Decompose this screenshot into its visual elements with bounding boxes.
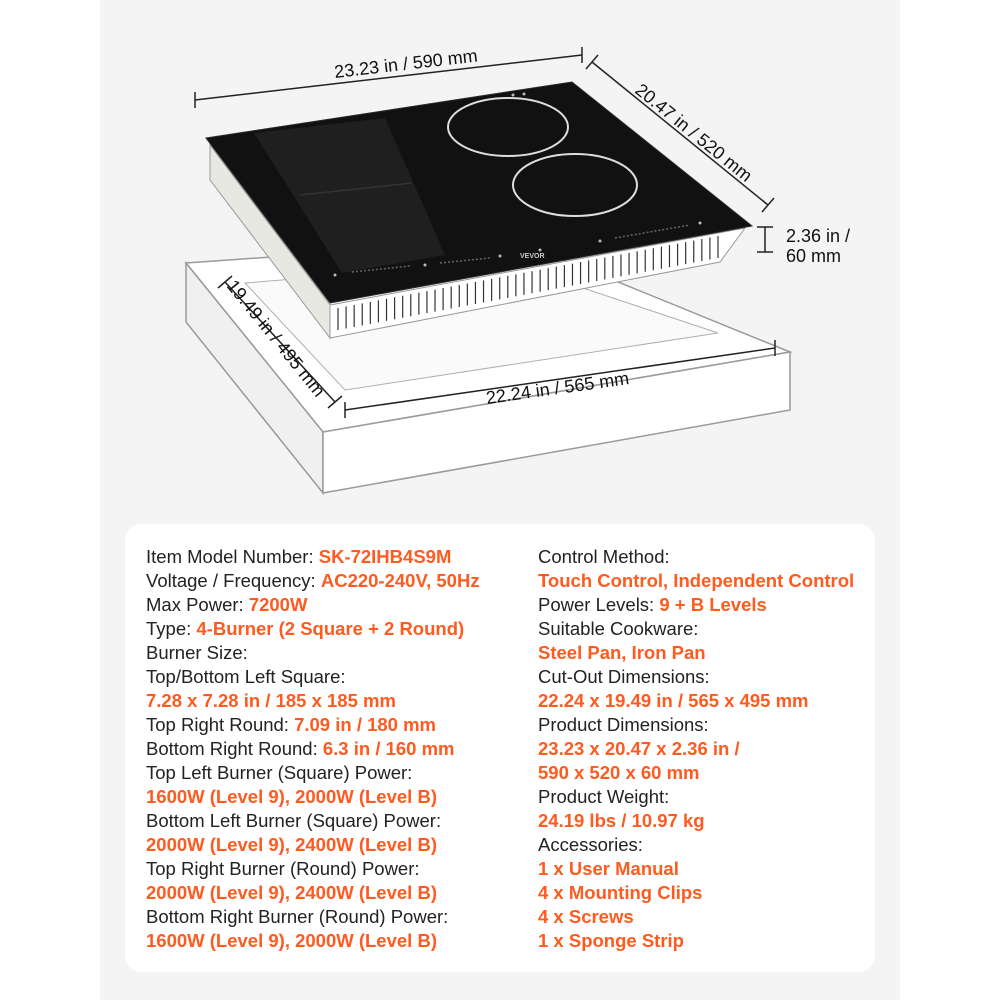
- accessory-item: 4 x Mounting Clips: [538, 882, 703, 903]
- spec-left-square-label: Top/Bottom Left Square:: [146, 666, 346, 687]
- spec-weight-value: 24.19 lbs / 10.97 kg: [538, 810, 705, 831]
- spec-tr-power-label: Top Right Burner (Round) Power:: [146, 858, 420, 879]
- spec-bottom-right-round: Bottom Right Round: 6.3 in / 160 mm: [146, 738, 455, 759]
- spec-type: Type: 4-Burner (2 Square + 2 Round): [146, 618, 465, 639]
- height-dimension-label-line2: 60 mm: [786, 246, 841, 266]
- bottom-right-burner-ring: [512, 153, 638, 217]
- brand-logo: VEVOR: [520, 253, 545, 260]
- touch-control-dots: [333, 92, 702, 277]
- cooktop-glass: VEVOR: [205, 81, 754, 304]
- dimension-lines: [194, 47, 776, 418]
- spec-tl-power-value: 1600W (Level 9), 2000W (Level B): [146, 786, 437, 807]
- spec-product-dims-value1: 23.23 x 20.47 x 2.36 in /: [538, 738, 740, 759]
- accessory-item: 1 x User Manual: [538, 858, 679, 879]
- spec-card: Item Model Number: SK-72IHB4S9M Voltage …: [125, 524, 875, 972]
- spec-cutout-label: Cut-Out Dimensions:: [538, 666, 710, 687]
- spec-cutout-value: 22.24 x 19.49 in / 565 x 495 mm: [538, 690, 809, 711]
- spec-left-square-value: 7.28 x 7.28 in / 185 x 185 mm: [146, 690, 396, 711]
- height-dimension-label-line1: 2.36 in /: [786, 226, 850, 246]
- spec-bl-power-label: Bottom Left Burner (Square) Power:: [146, 810, 442, 831]
- spec-control-label: Control Method:: [538, 546, 670, 567]
- spec-cookware-value: Steel Pan, Iron Pan: [538, 642, 706, 663]
- spec-column-right: Control Method: Touch Control, Independe…: [538, 545, 868, 953]
- spec-column-left: Item Model Number: SK-72IHB4S9M Voltage …: [146, 545, 526, 953]
- top-right-burner-ring: [447, 97, 569, 157]
- spec-weight-label: Product Weight:: [538, 786, 670, 807]
- accessory-item: 1 x Sponge Strip: [538, 930, 684, 951]
- spec-tl-power-label: Top Left Burner (Square) Power:: [146, 762, 413, 783]
- width-dimension-label: 23.23 in / 590 mm: [333, 46, 478, 82]
- spec-max-power: Max Power: 7200W: [146, 594, 308, 615]
- accessory-item: 4 x Screws: [538, 906, 634, 927]
- spec-br-power-value: 1600W (Level 9), 2000W (Level B): [146, 930, 437, 951]
- vent-fins: [337, 236, 719, 330]
- spec-accessories-label: Accessories:: [538, 834, 643, 855]
- spec-br-power-label: Bottom Right Burner (Round) Power:: [146, 906, 449, 927]
- spec-top-right-round: Top Right Round: 7.09 in / 180 mm: [146, 714, 437, 735]
- spec-product-dims-value2: 590 x 520 x 60 mm: [538, 762, 700, 783]
- spec-voltage: Voltage / Frequency: AC220-240V, 50Hz: [146, 570, 480, 591]
- spec-control-value: Touch Control, Independent Control: [538, 570, 855, 591]
- spec-burner-size: Burner Size:: [146, 642, 248, 663]
- spec-bl-power-value: 2000W (Level 9), 2400W (Level B): [146, 834, 437, 855]
- spec-cookware-label: Suitable Cookware:: [538, 618, 699, 639]
- spec-tr-power-value: 2000W (Level 9), 2400W (Level B): [146, 882, 437, 903]
- cooktop-body: [209, 143, 747, 340]
- cooktop-dimension-diagram: VEVOR 23.23 in / 590 mm 20.47 in / 520 m…: [184, 46, 850, 496]
- spec-power-levels: Power Levels: 9 + B Levels: [538, 594, 767, 615]
- spec-product-dims-label: Product Dimensions:: [538, 714, 709, 735]
- spec-model: Item Model Number: SK-72IHB4S9M: [146, 546, 452, 567]
